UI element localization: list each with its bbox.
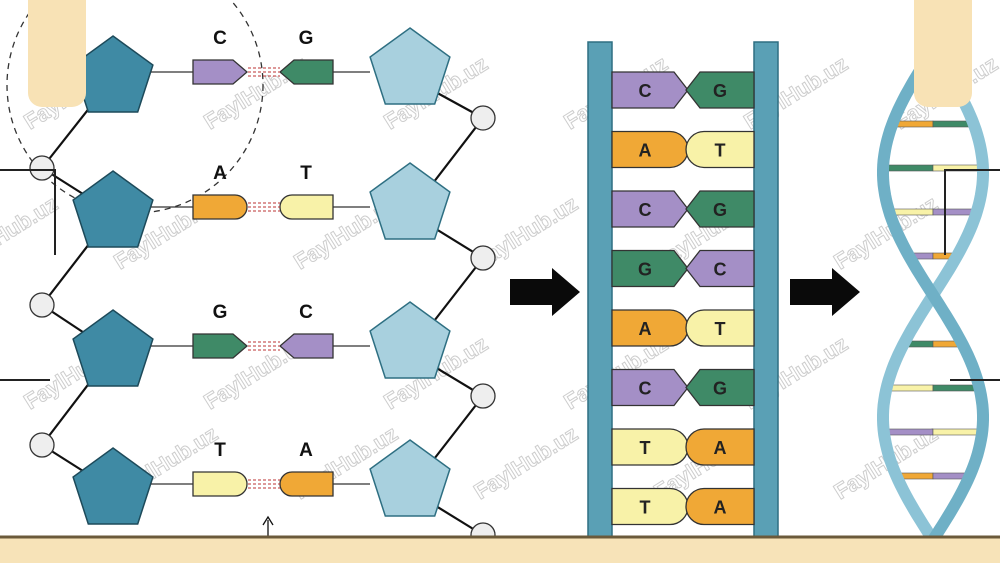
bottom-bar xyxy=(0,537,1000,563)
sugar-pentagon xyxy=(369,162,451,240)
double-helix xyxy=(877,44,1000,551)
nucleobase-C xyxy=(279,333,334,359)
ladder-base-label: A xyxy=(714,438,727,458)
base-label: A xyxy=(299,440,313,461)
base-label: G xyxy=(213,302,228,323)
sugar-pentagon xyxy=(72,309,154,387)
ladder-base-G xyxy=(611,249,689,288)
sugar-pentagon xyxy=(369,439,451,517)
ladder-base-A xyxy=(685,487,755,526)
ladder-base-A xyxy=(685,428,755,466)
nucleobase-T xyxy=(279,194,334,220)
base-label: C xyxy=(299,302,313,323)
base-label: C xyxy=(213,28,227,49)
ladder-base-label: T xyxy=(640,498,651,518)
nucleobase-T xyxy=(192,471,248,497)
phosphate-circle xyxy=(29,155,55,181)
phosphate-circle xyxy=(470,383,496,409)
right-arrow-icon xyxy=(510,268,580,316)
phosphate-circle xyxy=(29,292,55,318)
ladder-base-G xyxy=(685,190,755,228)
nucleotide-strands: C G A T G C T A xyxy=(0,0,496,563)
ladder-base-C xyxy=(611,71,689,109)
helix-rung xyxy=(883,428,934,436)
base-label: G xyxy=(299,28,314,49)
ladder-base-T xyxy=(685,130,755,169)
watermark-text: FaylHub.uz xyxy=(0,191,62,274)
phosphate-circle xyxy=(470,105,496,131)
top-left-tab xyxy=(28,0,86,107)
sugar-pentagon xyxy=(72,170,154,248)
nucleobase-A xyxy=(279,471,334,497)
helix-rung xyxy=(882,164,934,172)
nucleobase-G xyxy=(279,59,334,85)
sugar-pentagon xyxy=(72,447,154,525)
ladder-base-label: G xyxy=(638,260,652,280)
ladder-right-rail xyxy=(753,41,779,543)
base-label: A xyxy=(213,163,227,184)
ladder-base-label: T xyxy=(640,438,651,458)
left-backbone xyxy=(29,35,154,563)
base-pairs-left: C G A T G C T A xyxy=(151,28,370,497)
helix-rung xyxy=(932,384,980,392)
watermark-text: FaylHub.uz xyxy=(469,421,582,504)
helix-rungs xyxy=(882,76,984,480)
right-bracket-line xyxy=(944,169,1000,255)
ladder-base-label: C xyxy=(639,379,652,399)
ladder-base-label: G xyxy=(713,200,727,220)
top-right-tab xyxy=(914,0,972,107)
phosphate-circle xyxy=(470,245,496,271)
nucleobase-C xyxy=(192,59,248,85)
phosphate-circle xyxy=(29,432,55,458)
base-label: T xyxy=(214,440,226,461)
base-label: T xyxy=(300,163,312,184)
ladder-base-label: A xyxy=(639,141,652,161)
ladder-base-G xyxy=(685,368,755,407)
ladder-base-T xyxy=(685,309,755,347)
ladder-base-label: A xyxy=(639,319,652,339)
ladder-base-label: C xyxy=(639,81,652,101)
ladder-base-label: A xyxy=(714,498,727,518)
ladder-base-label: T xyxy=(715,319,726,339)
ladder-base-label: C xyxy=(639,200,652,220)
helix-strand-b xyxy=(877,44,989,551)
right-arrow-icon xyxy=(790,268,860,316)
ladder-base-C xyxy=(611,190,689,228)
ladder-left-rail xyxy=(587,41,613,543)
right-backbone xyxy=(369,27,496,548)
sugar-pentagon xyxy=(369,301,451,379)
ladder-base-label: G xyxy=(713,81,727,101)
nucleobase-A xyxy=(192,194,248,220)
ladder-base-G xyxy=(685,71,755,109)
sugar-pentagon xyxy=(369,27,451,105)
ladder-base-C xyxy=(611,368,689,407)
ladder-base-label: T xyxy=(715,141,726,161)
left-bracket-line xyxy=(0,169,56,255)
ladder-base-label: G xyxy=(713,379,727,399)
helix-rung xyxy=(886,384,934,392)
ladder-base-label: C xyxy=(714,260,727,280)
nucleobase-G xyxy=(192,333,248,359)
helix-rung xyxy=(932,428,983,436)
ladder-base-C xyxy=(685,249,755,288)
up-arrow-icon xyxy=(262,515,274,526)
